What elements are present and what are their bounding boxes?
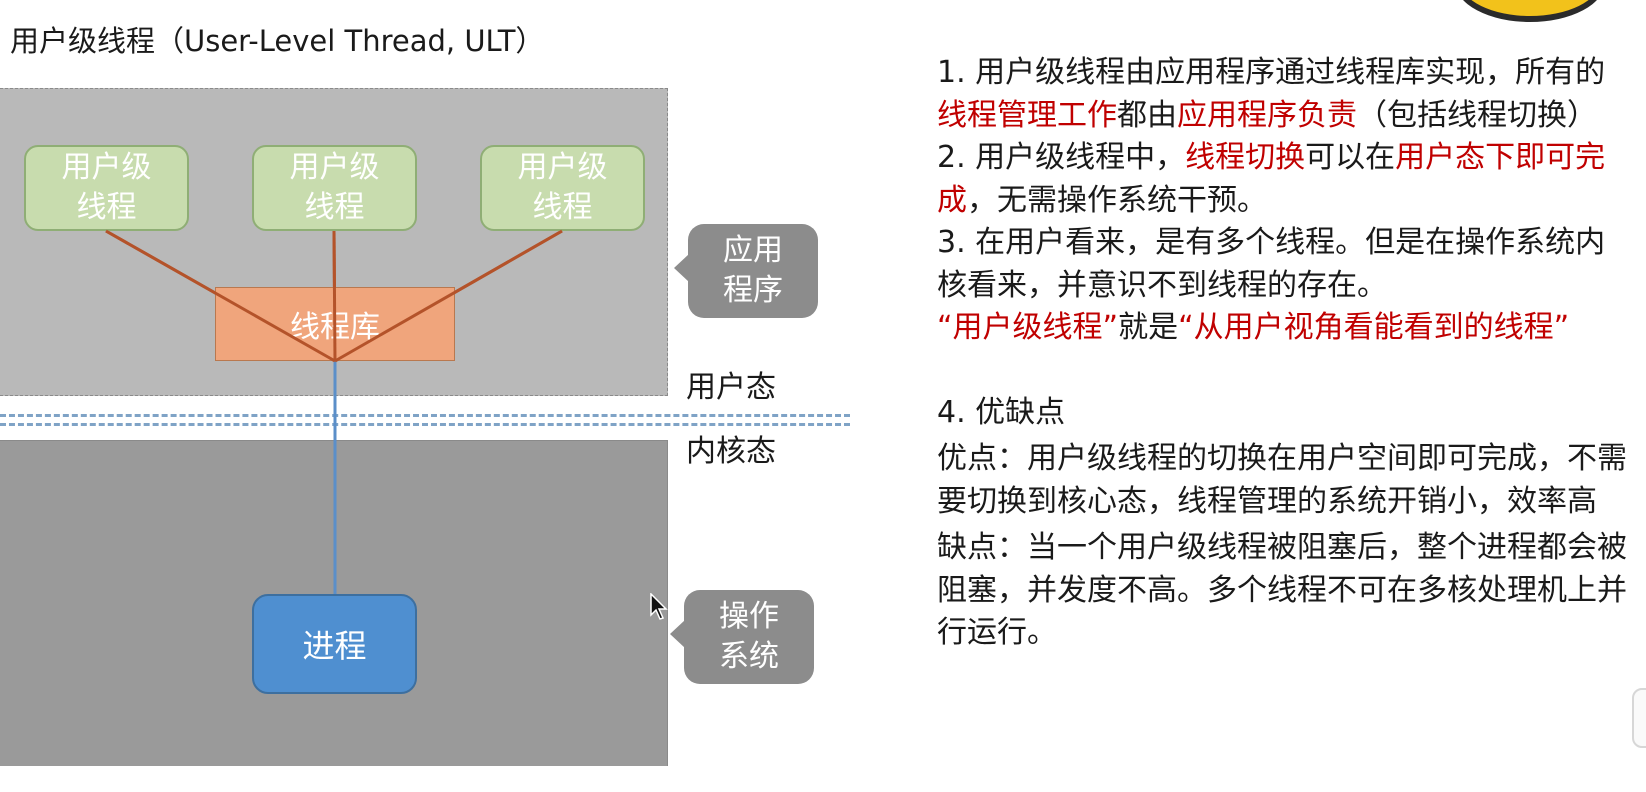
note-point-1: 1. 用户级线程由应用程序通过线程库实现，所有的线程管理工作都由应用程序负责（包…	[937, 52, 1632, 137]
note-3-emphasis-b: “从用户视角看能看到的线程”	[1178, 310, 1570, 345]
thread-library-box: 线程库	[215, 287, 455, 361]
note-1-emphasis-b: 应用程序负责	[1177, 97, 1357, 133]
user-kernel-boundary-line	[0, 414, 850, 426]
note-point-3: 3. 在用户看来，是有多个线程。但是在操作系统内核看来，并意识不到线程的存在。 “…	[937, 222, 1632, 350]
presenter-avatar-icon	[1455, 0, 1605, 22]
application-callout: 应用 程序	[674, 224, 818, 318]
user-thread-box-3: 用户级 线程	[480, 145, 645, 231]
note-pros: 优点：用户级线程的切换在用户空间即可完成，不需要切换到核心态，线程管理的系统开销…	[937, 441, 1627, 519]
operating-system-callout: 操作 系统	[670, 590, 814, 684]
note-1-text-c: （包括线程切换）	[1357, 97, 1597, 133]
note-3-emphasis-a: “用户级线程”	[937, 310, 1119, 345]
note-3-text-a: 3. 在用户看来，是有多个线程。但是在操作系统内核看来，并意识不到线程的存在。	[937, 225, 1606, 303]
note-2-emphasis-b: 用户态下即可完成	[937, 140, 1606, 218]
note-2-text-b: 可以在	[1305, 140, 1396, 175]
note-point-4-title: 4. 优缺点	[937, 394, 1066, 430]
note-1-emphasis-a: 线程管理工作	[937, 97, 1117, 133]
note-1-text-b: 都由	[1117, 97, 1177, 133]
note-2-text-c: ，无需操作系统干预。	[967, 182, 1267, 218]
process-box: 进程	[252, 594, 417, 694]
note-1-text-a: 1. 用户级线程由应用程序通过线程库实现，所有的	[937, 55, 1606, 90]
mouse-cursor-icon	[650, 593, 668, 620]
note-3-text-b: 就是	[1118, 310, 1179, 345]
user-thread-box-1: 用户级 线程	[24, 145, 189, 231]
user-thread-box-2: 用户级 线程	[252, 145, 417, 231]
side-panel-handle[interactable]	[1632, 688, 1646, 748]
note-2-emphasis-a: 线程切换	[1185, 140, 1306, 175]
kernel-mode-label: 内核态	[686, 434, 776, 469]
note-point-2: 2. 用户级线程中，线程切换可以在用户态下即可完成，无需操作系统干预。	[937, 137, 1632, 222]
page-title: 用户级线程（User-Level Thread, ULT）	[10, 24, 545, 58]
note-cons: 缺点：当一个用户级线程被阻塞后，整个进程都会被阻塞，并发度不高。多个线程不可在多…	[937, 530, 1627, 650]
user-mode-label: 用户态	[686, 370, 776, 405]
notes-panel: 1. 用户级线程由应用程序通过线程库实现，所有的线程管理工作都由应用程序负责（包…	[937, 52, 1632, 655]
note-2-text-a: 2. 用户级线程中，	[937, 140, 1186, 175]
